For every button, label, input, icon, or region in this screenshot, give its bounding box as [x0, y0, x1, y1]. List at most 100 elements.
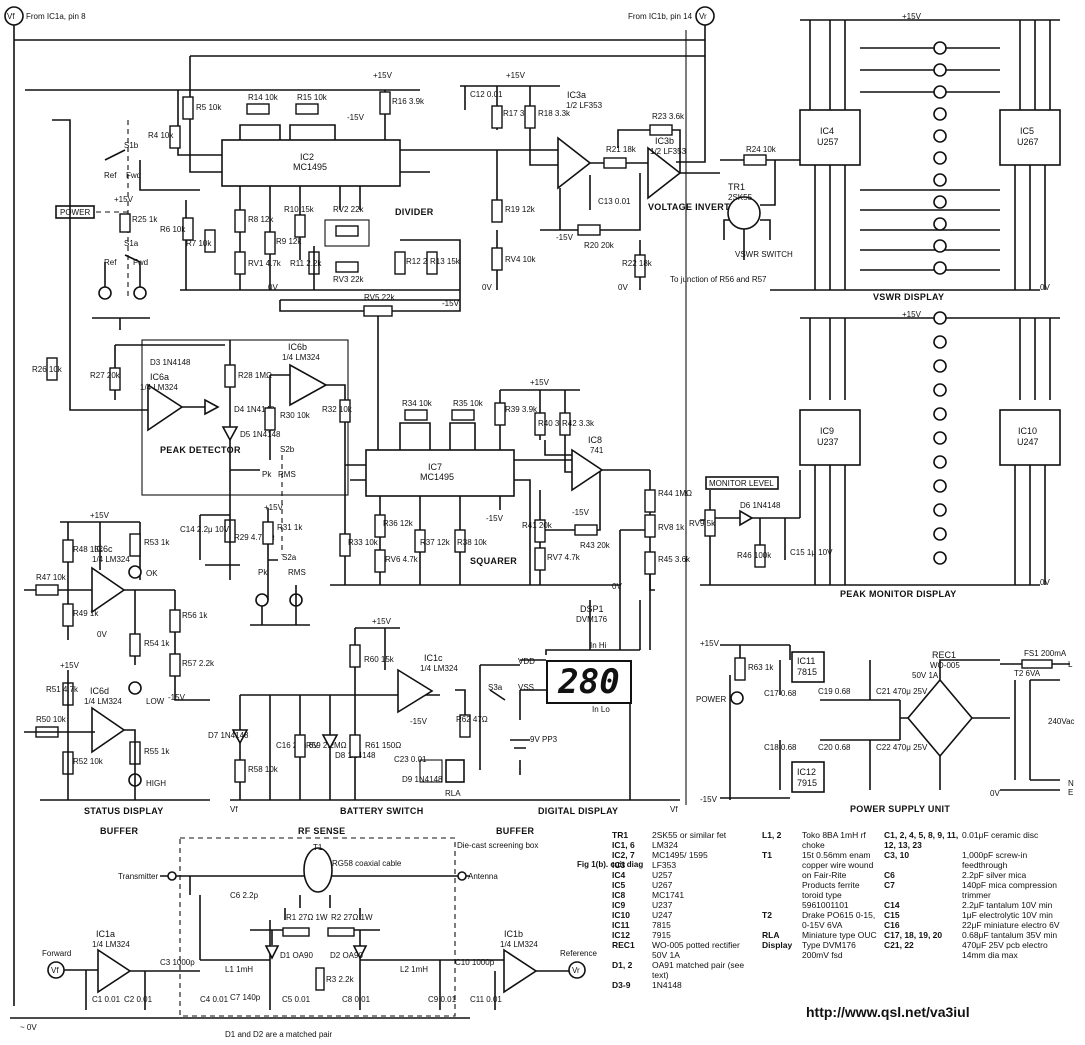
rv3-label: RV3 22k: [333, 275, 365, 284]
r3-resistor: [315, 967, 325, 991]
parts-list-value: 1μF electrolytic 10V min: [962, 910, 1053, 920]
r57-label: R57 2.2k: [182, 659, 215, 668]
ic12-name: IC12: [797, 767, 816, 777]
dvm-readout: 280: [546, 660, 632, 704]
power-led: [730, 691, 744, 705]
t1-toroid: [303, 847, 333, 893]
parts-list-ref: IC8: [612, 890, 626, 900]
vswr-p15-label: +15V: [902, 12, 922, 21]
r49-resistor: [62, 603, 74, 627]
rla-relay-coil: [445, 759, 465, 783]
ic11-name: IC11: [797, 656, 815, 666]
c8-label: C8 0.01: [342, 995, 371, 1004]
coax-label: RG58 coaxial cable: [332, 859, 402, 868]
inverter-0v2-label: 0V: [618, 283, 628, 292]
r38-label: R38 10k: [457, 538, 488, 547]
r45-label: R45 3.6k: [658, 555, 691, 564]
parts-list-value: 1N4148: [652, 980, 682, 990]
vr-symbol-label: Vr: [699, 12, 707, 21]
r42-label: R42 3.3k: [562, 419, 595, 428]
r59-resistor: [294, 734, 306, 758]
r45-resistor: [644, 551, 656, 575]
inverter-0v-label: 0V: [482, 283, 492, 292]
r4-resistor: [169, 125, 181, 149]
ic6a-type: 1/4 LM324: [140, 383, 178, 392]
r8-resistor: [234, 209, 246, 233]
r13-label: R13 15k: [430, 257, 461, 266]
vswr-0v-label: 0V: [1040, 283, 1050, 292]
r58-resistor: [234, 759, 246, 783]
c20-label: C20 0.68: [818, 743, 851, 752]
parts-list-ref: D3-9: [612, 980, 631, 990]
s1b-ref-label: Ref: [104, 171, 117, 180]
vf-symbol-label: Vf: [7, 12, 15, 21]
c15-label: C15 1μ 10V: [790, 548, 833, 557]
ic6d-opamp: [91, 706, 126, 754]
psu-p15-label: +15V: [700, 639, 720, 648]
ic4-name: IC4: [820, 126, 834, 136]
rec1-bridge-rectifier: [900, 659, 1000, 790]
ic3b-opamp: [647, 146, 682, 200]
dsp1-name: DSP1: [580, 604, 604, 614]
d2-diode: [352, 945, 368, 960]
low-led: [128, 681, 142, 695]
ic1c-name: IC1c: [424, 653, 443, 663]
d4-label: D4 1N4148: [234, 405, 275, 414]
ic4-type: U257: [817, 137, 839, 147]
r43-label: R43 20k: [580, 541, 611, 550]
ic6b-name: IC6b: [288, 342, 307, 352]
ic3-n15-label: -15V: [556, 233, 574, 242]
rv6-label: RV6 4.7k: [385, 555, 419, 564]
ic1a-opamp: [97, 948, 132, 994]
r39-label: R39 3.9k: [505, 405, 538, 414]
d6-diode: [739, 509, 754, 527]
r13-resistor: [426, 251, 438, 275]
ic1c-n15-label: -15V: [410, 717, 428, 726]
parts-list-value: 0.01μF ceramic disc: [962, 830, 1039, 840]
r55-label: R55 1k: [144, 747, 170, 756]
t2-label: T2 6VA: [1014, 669, 1041, 678]
parts-list-ref: C16: [884, 920, 900, 930]
peak-detector-title: PEAK DETECTOR: [160, 445, 241, 455]
s2a-p15-label: +15V: [264, 503, 284, 512]
r9-resistor: [264, 231, 276, 255]
power-switch-box: [55, 205, 95, 219]
r41-resistor: [534, 519, 546, 543]
psu-0v-label: 0V: [990, 789, 1000, 798]
parts-list-ref: IC11: [612, 920, 630, 930]
parts-list-value: 2.2μF tantalum 10V min: [962, 900, 1053, 910]
ic10-type: U247: [1017, 437, 1039, 447]
forward-vf-symbol: Vf: [51, 966, 59, 975]
r22-resistor: [634, 254, 646, 278]
s1a-label: S1a: [124, 239, 139, 248]
d4-diode: [204, 398, 220, 416]
battery-vf-label: Vf: [230, 805, 238, 814]
reference-terminal: [568, 961, 586, 979]
r47-resistor: [35, 584, 59, 596]
r7-label: R7 10k: [186, 239, 212, 248]
vdd-label: VDD: [518, 657, 535, 666]
tr1-type: 2SK55: [728, 193, 753, 202]
r23-label: R23 3.6k: [652, 112, 685, 121]
r21-label: R21 18k: [606, 145, 637, 154]
ic5-type: U267: [1017, 137, 1039, 147]
parts-list-value: U257: [652, 870, 673, 880]
l1-label: L1 1mH: [225, 965, 253, 974]
c11-label: C11 0.01: [470, 995, 502, 1004]
parts-list-ref: IC10: [612, 910, 630, 920]
ic6d-p15-label: +15V: [60, 661, 80, 670]
parts-list-value: 15t 0.56mm enam copper wire wound on Fai…: [802, 850, 874, 910]
c5-label: C5 0.01: [282, 995, 311, 1004]
parts-list-ref: T1: [762, 850, 772, 860]
parts-list-ref: L1, 2: [762, 830, 782, 840]
c6-label: C6 2.2p: [230, 891, 259, 900]
junction-note: To junction of R56 and R57: [670, 275, 767, 284]
r26-label: R26 10k: [32, 365, 63, 374]
peak-led-column: [933, 311, 947, 565]
parts-list-value: Miniature type OUC: [802, 930, 877, 940]
r5-resistor: [182, 96, 194, 120]
figure-caption: Fig 1(b). cuit diag: [577, 860, 644, 869]
rv3-potentiometer: [335, 261, 359, 273]
